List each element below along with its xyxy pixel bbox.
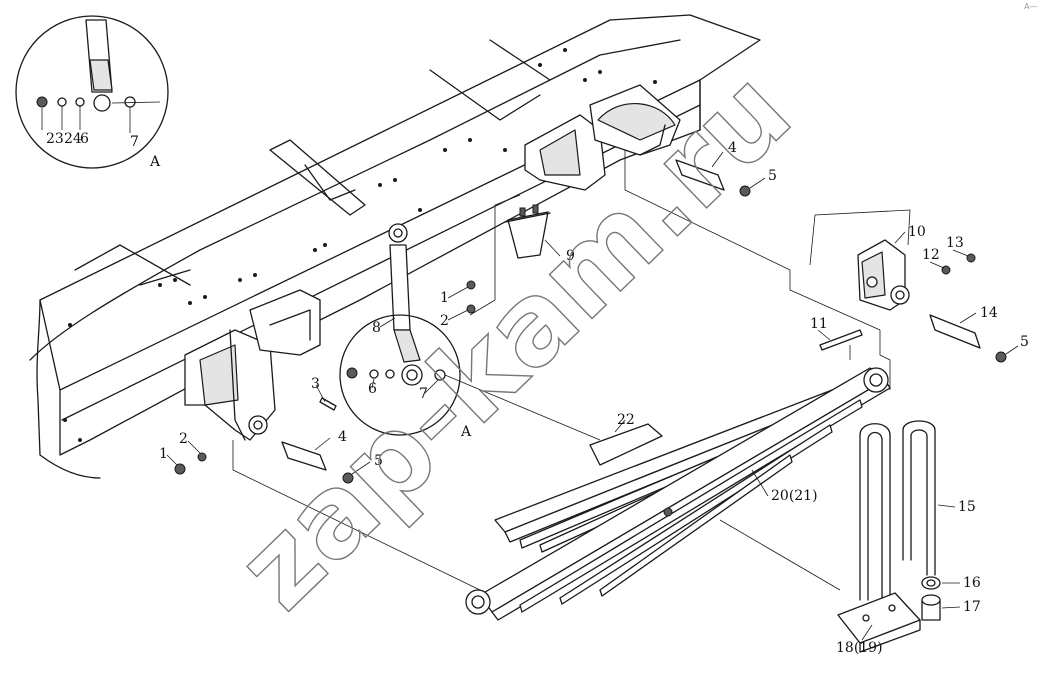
front-spring-bracket <box>184 289 321 441</box>
detail-a-label: A <box>149 154 161 170</box>
callout-22: 22 <box>617 412 635 428</box>
callout-24: 24 <box>64 131 82 147</box>
callout-15: 15 <box>958 499 976 515</box>
callout-7b: 7 <box>419 386 428 402</box>
shock-absorber <box>388 223 423 386</box>
spring-plate <box>837 592 921 653</box>
callout-4b: 4 <box>728 140 737 156</box>
lower-leaf-spring <box>465 367 891 621</box>
callout-7a: 7 <box>130 134 139 150</box>
u-bolt-nuts <box>921 576 941 621</box>
callout-4a: 4 <box>338 429 347 445</box>
callout-23: 23 <box>46 131 64 147</box>
callout-2a: 2 <box>440 313 449 329</box>
detail-a-inset <box>15 15 169 169</box>
callout-13: 13 <box>946 235 964 251</box>
callout-16: 16 <box>963 575 981 591</box>
detail-a-location <box>339 314 461 436</box>
callout-8: 8 <box>372 320 381 336</box>
callout-6a: 6 <box>80 131 89 147</box>
callout-3: 3 <box>311 376 320 392</box>
bump-stop <box>504 204 551 259</box>
rear-spring-bracket <box>524 84 681 191</box>
u-bolts <box>859 420 936 621</box>
callout-1a: 1 <box>440 290 449 306</box>
callout-2b: 2 <box>179 431 188 447</box>
callout-5c: 5 <box>1020 334 1029 350</box>
spring-pins <box>174 159 1007 484</box>
callout-20: 20(21) <box>771 488 818 504</box>
callout-A2: A <box>460 424 472 440</box>
callout-11: 11 <box>810 316 828 332</box>
callout-5a: 5 <box>374 453 383 469</box>
corner-mark: А— <box>1024 2 1037 11</box>
callout-leaders <box>41 106 1019 641</box>
callout-5b: 5 <box>768 168 777 184</box>
callout-10: 10 <box>908 224 926 240</box>
callout-6b: 6 <box>368 381 377 397</box>
callout-12: 12 <box>922 247 940 263</box>
spring-shackle <box>857 239 910 311</box>
callout-14: 14 <box>980 305 998 321</box>
callout-1b: 1 <box>159 446 168 462</box>
assembly-lines <box>232 150 911 591</box>
callout-9: 9 <box>566 248 575 264</box>
callout-18: 18(19) <box>836 640 883 656</box>
callout-17: 17 <box>963 599 981 615</box>
